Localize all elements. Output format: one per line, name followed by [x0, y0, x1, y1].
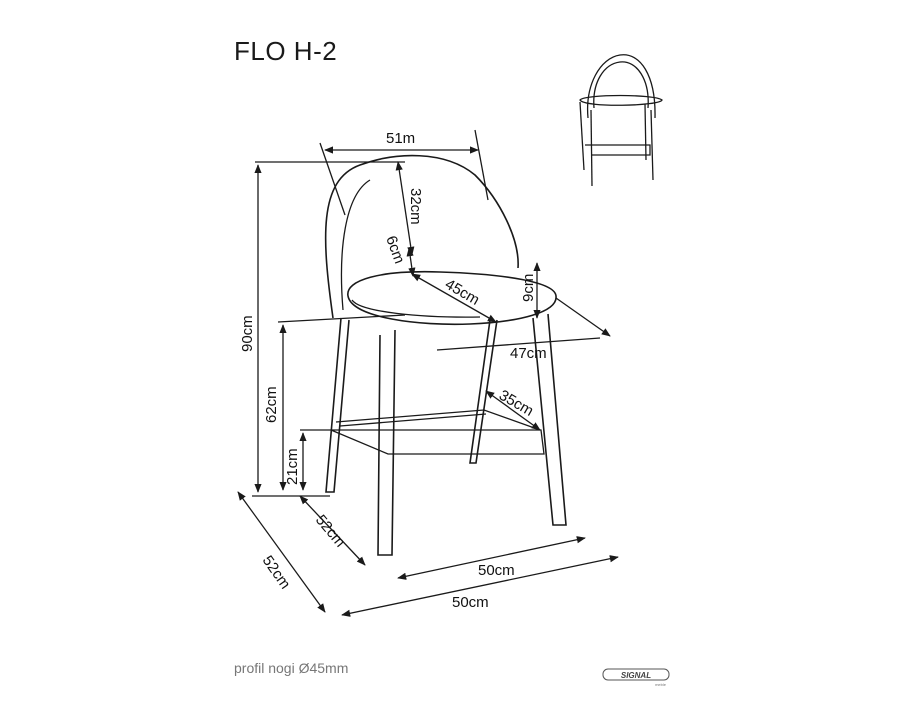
front-left-leg: [377, 329, 396, 556]
dim-seat-height: 62cm: [263, 386, 280, 423]
chair-thumbnail: [579, 54, 663, 187]
dim-total-height: 90cm: [239, 315, 256, 352]
dim-footrest-height: 21cm: [284, 448, 301, 485]
front-right-leg: [532, 313, 567, 526]
back-right-leg: [469, 319, 498, 464]
dim-footrest-depth: 35cm: [496, 387, 536, 420]
svg-text:SIGNAL: SIGNAL: [621, 671, 651, 680]
dim-outer-depth: 52cm: [259, 553, 294, 593]
dim-seat-depth: 45cm: [442, 276, 482, 309]
dim-inner-depth: 52cm: [312, 512, 349, 551]
back-left-leg: [325, 317, 350, 493]
leg-profile-note: profil nogi Ø45mm: [234, 660, 349, 676]
dim-inner-width: 50cm: [478, 562, 515, 579]
backrest: [324, 154, 519, 319]
dim-back-width: 51m: [386, 130, 415, 147]
dim-gap-height: 6cm: [382, 234, 408, 266]
dim-seat-width: 47cm: [510, 345, 547, 362]
dim-seat-thickness: 9cm: [520, 274, 537, 302]
signal-logo: SIGNAL meble: [602, 668, 670, 687]
svg-text:meble: meble: [655, 682, 667, 687]
product-title: FLO H-2: [234, 36, 338, 66]
seat: [347, 270, 557, 326]
dimension-lines: [237, 129, 619, 617]
dim-back-height: 32cm: [407, 188, 424, 225]
dim-outer-width: 50cm: [452, 594, 489, 611]
footrest: [330, 429, 545, 455]
